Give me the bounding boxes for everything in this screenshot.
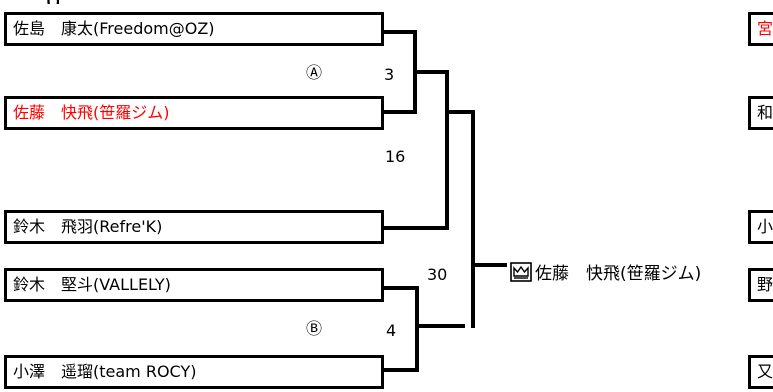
bracket-line xyxy=(415,324,465,328)
match-b-marker: Ⓑ xyxy=(306,319,323,338)
right-player-box-3: 小 xyxy=(748,210,773,244)
player-name: 又 xyxy=(757,362,773,381)
player-name: 野 xyxy=(757,275,773,294)
right-player-box-1: 宮 xyxy=(748,12,773,46)
player-name: 小 xyxy=(757,217,773,236)
bracket-line xyxy=(382,110,416,114)
player-name: 佐島 康太(Freedom@OZ) xyxy=(13,19,215,38)
player-box-1: 佐島 康太(Freedom@OZ) xyxy=(4,12,384,46)
bracket-line xyxy=(471,263,507,267)
bracket-line xyxy=(445,140,449,230)
bracket-line xyxy=(382,286,418,290)
player-name: 和 xyxy=(757,103,773,122)
right-player-box-4: 野 xyxy=(748,268,773,302)
champion-name: 佐藤 快飛(笹羅ジム) xyxy=(535,264,702,284)
match-a-marker: Ⓐ xyxy=(306,63,323,82)
bracket-line xyxy=(445,110,475,114)
player-name: 宮 xyxy=(757,19,773,38)
player-box-4: 鈴木 堅斗(VALLELY) xyxy=(4,268,384,302)
bracket-line xyxy=(382,368,419,372)
player-name: 佐藤 快飛(笹羅ジム) xyxy=(13,103,170,122)
bracket-line xyxy=(382,226,449,230)
champion-label: 佐藤 快飛(笹羅ジム) xyxy=(510,262,701,286)
player-box-3: 鈴木 飛羽(Refre'K) xyxy=(4,210,384,244)
player-box-2: 佐藤 快飛(笹羅ジム) xyxy=(4,96,384,130)
bracket-line xyxy=(415,286,419,372)
match-b-score: 4 xyxy=(386,321,397,340)
player-box-5: 小澤 遥瑠(team ROCY) xyxy=(4,355,384,389)
bracket-line xyxy=(382,30,416,34)
player-name: 鈴木 堅斗(VALLELY) xyxy=(13,275,171,294)
top-cut-text: g xyxy=(0,0,70,4)
right-player-box-2: 和 xyxy=(748,96,773,130)
bracket-line xyxy=(413,70,449,74)
match-16-score: 16 xyxy=(385,147,406,166)
crown-icon xyxy=(510,262,532,282)
final-score: 30 xyxy=(427,265,448,284)
player-name: 鈴木 飛羽(Refre'K) xyxy=(13,217,163,236)
bracket-line xyxy=(445,70,449,140)
bracket-line xyxy=(471,110,475,328)
player-name: 小澤 遥瑠(team ROCY) xyxy=(13,362,197,381)
match-a-score: 3 xyxy=(384,65,395,84)
right-player-box-5: 又 xyxy=(748,355,773,389)
